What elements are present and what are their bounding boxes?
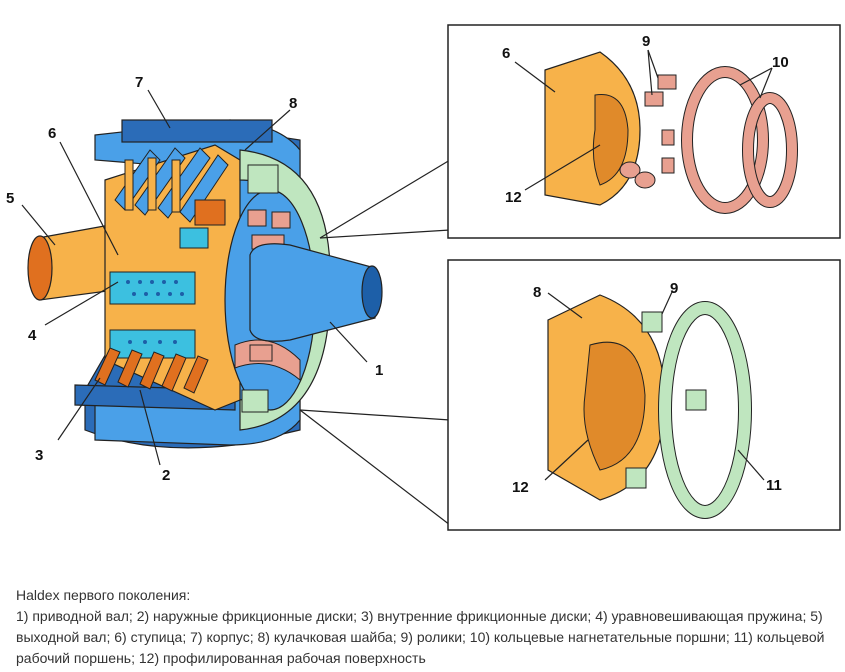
- detail-bottom-parts: [547, 294, 752, 519]
- output-shaft-end: [27, 235, 53, 301]
- detail-top-parts: [544, 51, 798, 214]
- green-roller-bottom: [241, 389, 269, 413]
- callout-5: 5: [6, 190, 14, 207]
- callout-8: 8: [289, 95, 297, 112]
- detail-bottom-leaders: [544, 291, 765, 481]
- inner-discs-upper: [124, 157, 181, 213]
- callout-9-bottom: 9: [670, 280, 678, 297]
- haldex-coupling-diagram: 1 2 3 4 5 6 7 8 6 9 10 12 8 9 12 11: [6, 24, 841, 531]
- callout-2: 2: [162, 467, 170, 484]
- balancing-spring: [109, 271, 196, 359]
- input-shaft-end: [361, 265, 383, 319]
- roller-green-2: [685, 389, 707, 411]
- callout-6-detail: 6: [502, 45, 510, 62]
- callout-12-bottom: 12: [512, 479, 529, 496]
- callout-11: 11: [766, 477, 782, 494]
- roller-green-3: [625, 467, 647, 489]
- hub-block: [194, 199, 226, 226]
- callout-8-detail: 8: [533, 284, 541, 301]
- callout-12-top: 12: [505, 189, 522, 206]
- green-roller-top: [247, 164, 279, 194]
- callout-labels: 1 2 3 4 5 6 7 8 6 9 10 12 8 9 12 11: [6, 33, 789, 496]
- main-assembly: [27, 119, 383, 449]
- callout-10: 10: [772, 54, 789, 71]
- friction-discs-lower: [94, 347, 209, 394]
- caption-title: Haldex первого поколения:: [16, 587, 191, 603]
- detail-top-leaders: [514, 49, 773, 191]
- figure-caption: Haldex первого поколения: 1) приводной в…: [16, 585, 831, 669]
- callout-7: 7: [135, 74, 143, 91]
- input-shaft: [249, 243, 376, 342]
- roller-green-1: [641, 311, 663, 333]
- callout-1: 1: [375, 362, 383, 379]
- callout-9-top: 9: [642, 33, 650, 50]
- cam-disc-top-profile: [592, 93, 629, 186]
- pressure-piston-ring-1-fill: [682, 67, 768, 213]
- callout-4: 4: [28, 327, 37, 344]
- housing-top-rim: [121, 119, 273, 143]
- hub-cyan-block: [179, 227, 209, 249]
- callout-6: 6: [48, 125, 56, 142]
- cam-rollers-main: [234, 209, 301, 382]
- cam-disc-bottom-profile: [583, 341, 646, 471]
- working-piston-ring-fill: [659, 302, 751, 518]
- caption-body: 1) приводной вал; 2) наружные фрикционны…: [16, 608, 825, 666]
- main-leaders: [21, 89, 451, 526]
- pressure-piston-ring-2-fill: [743, 93, 797, 207]
- callout-3: 3: [35, 447, 43, 464]
